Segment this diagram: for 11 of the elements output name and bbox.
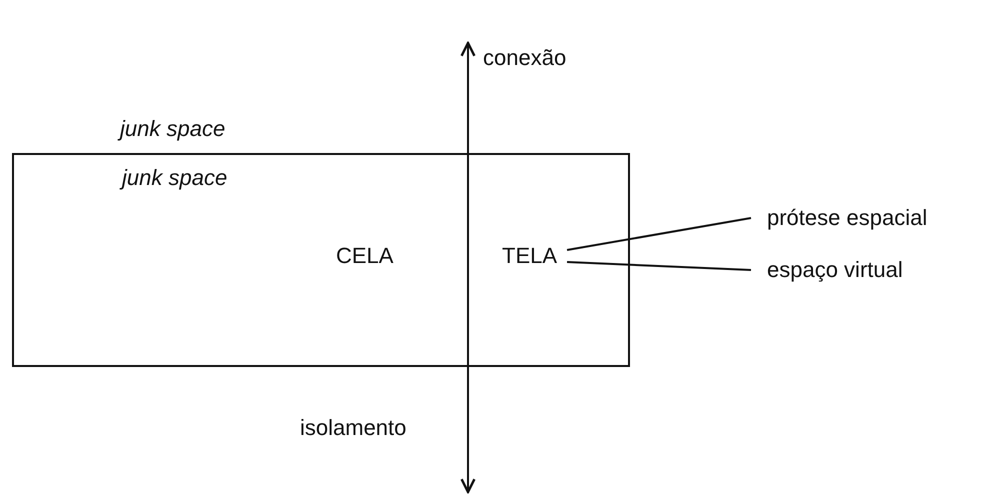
leader-text: espaço virtual xyxy=(767,257,903,283)
heading-text: junk space xyxy=(122,165,228,191)
node-label: CELA xyxy=(336,243,394,269)
leader-line xyxy=(566,217,752,251)
axis-label: isolamento xyxy=(300,415,406,441)
axis-label: conexão xyxy=(483,45,566,71)
frame-box xyxy=(12,153,630,367)
axis-label: junk space xyxy=(120,116,226,142)
leader-text: prótese espacial xyxy=(767,205,928,231)
node-label: TELA xyxy=(502,243,568,269)
leader-line xyxy=(566,261,752,271)
